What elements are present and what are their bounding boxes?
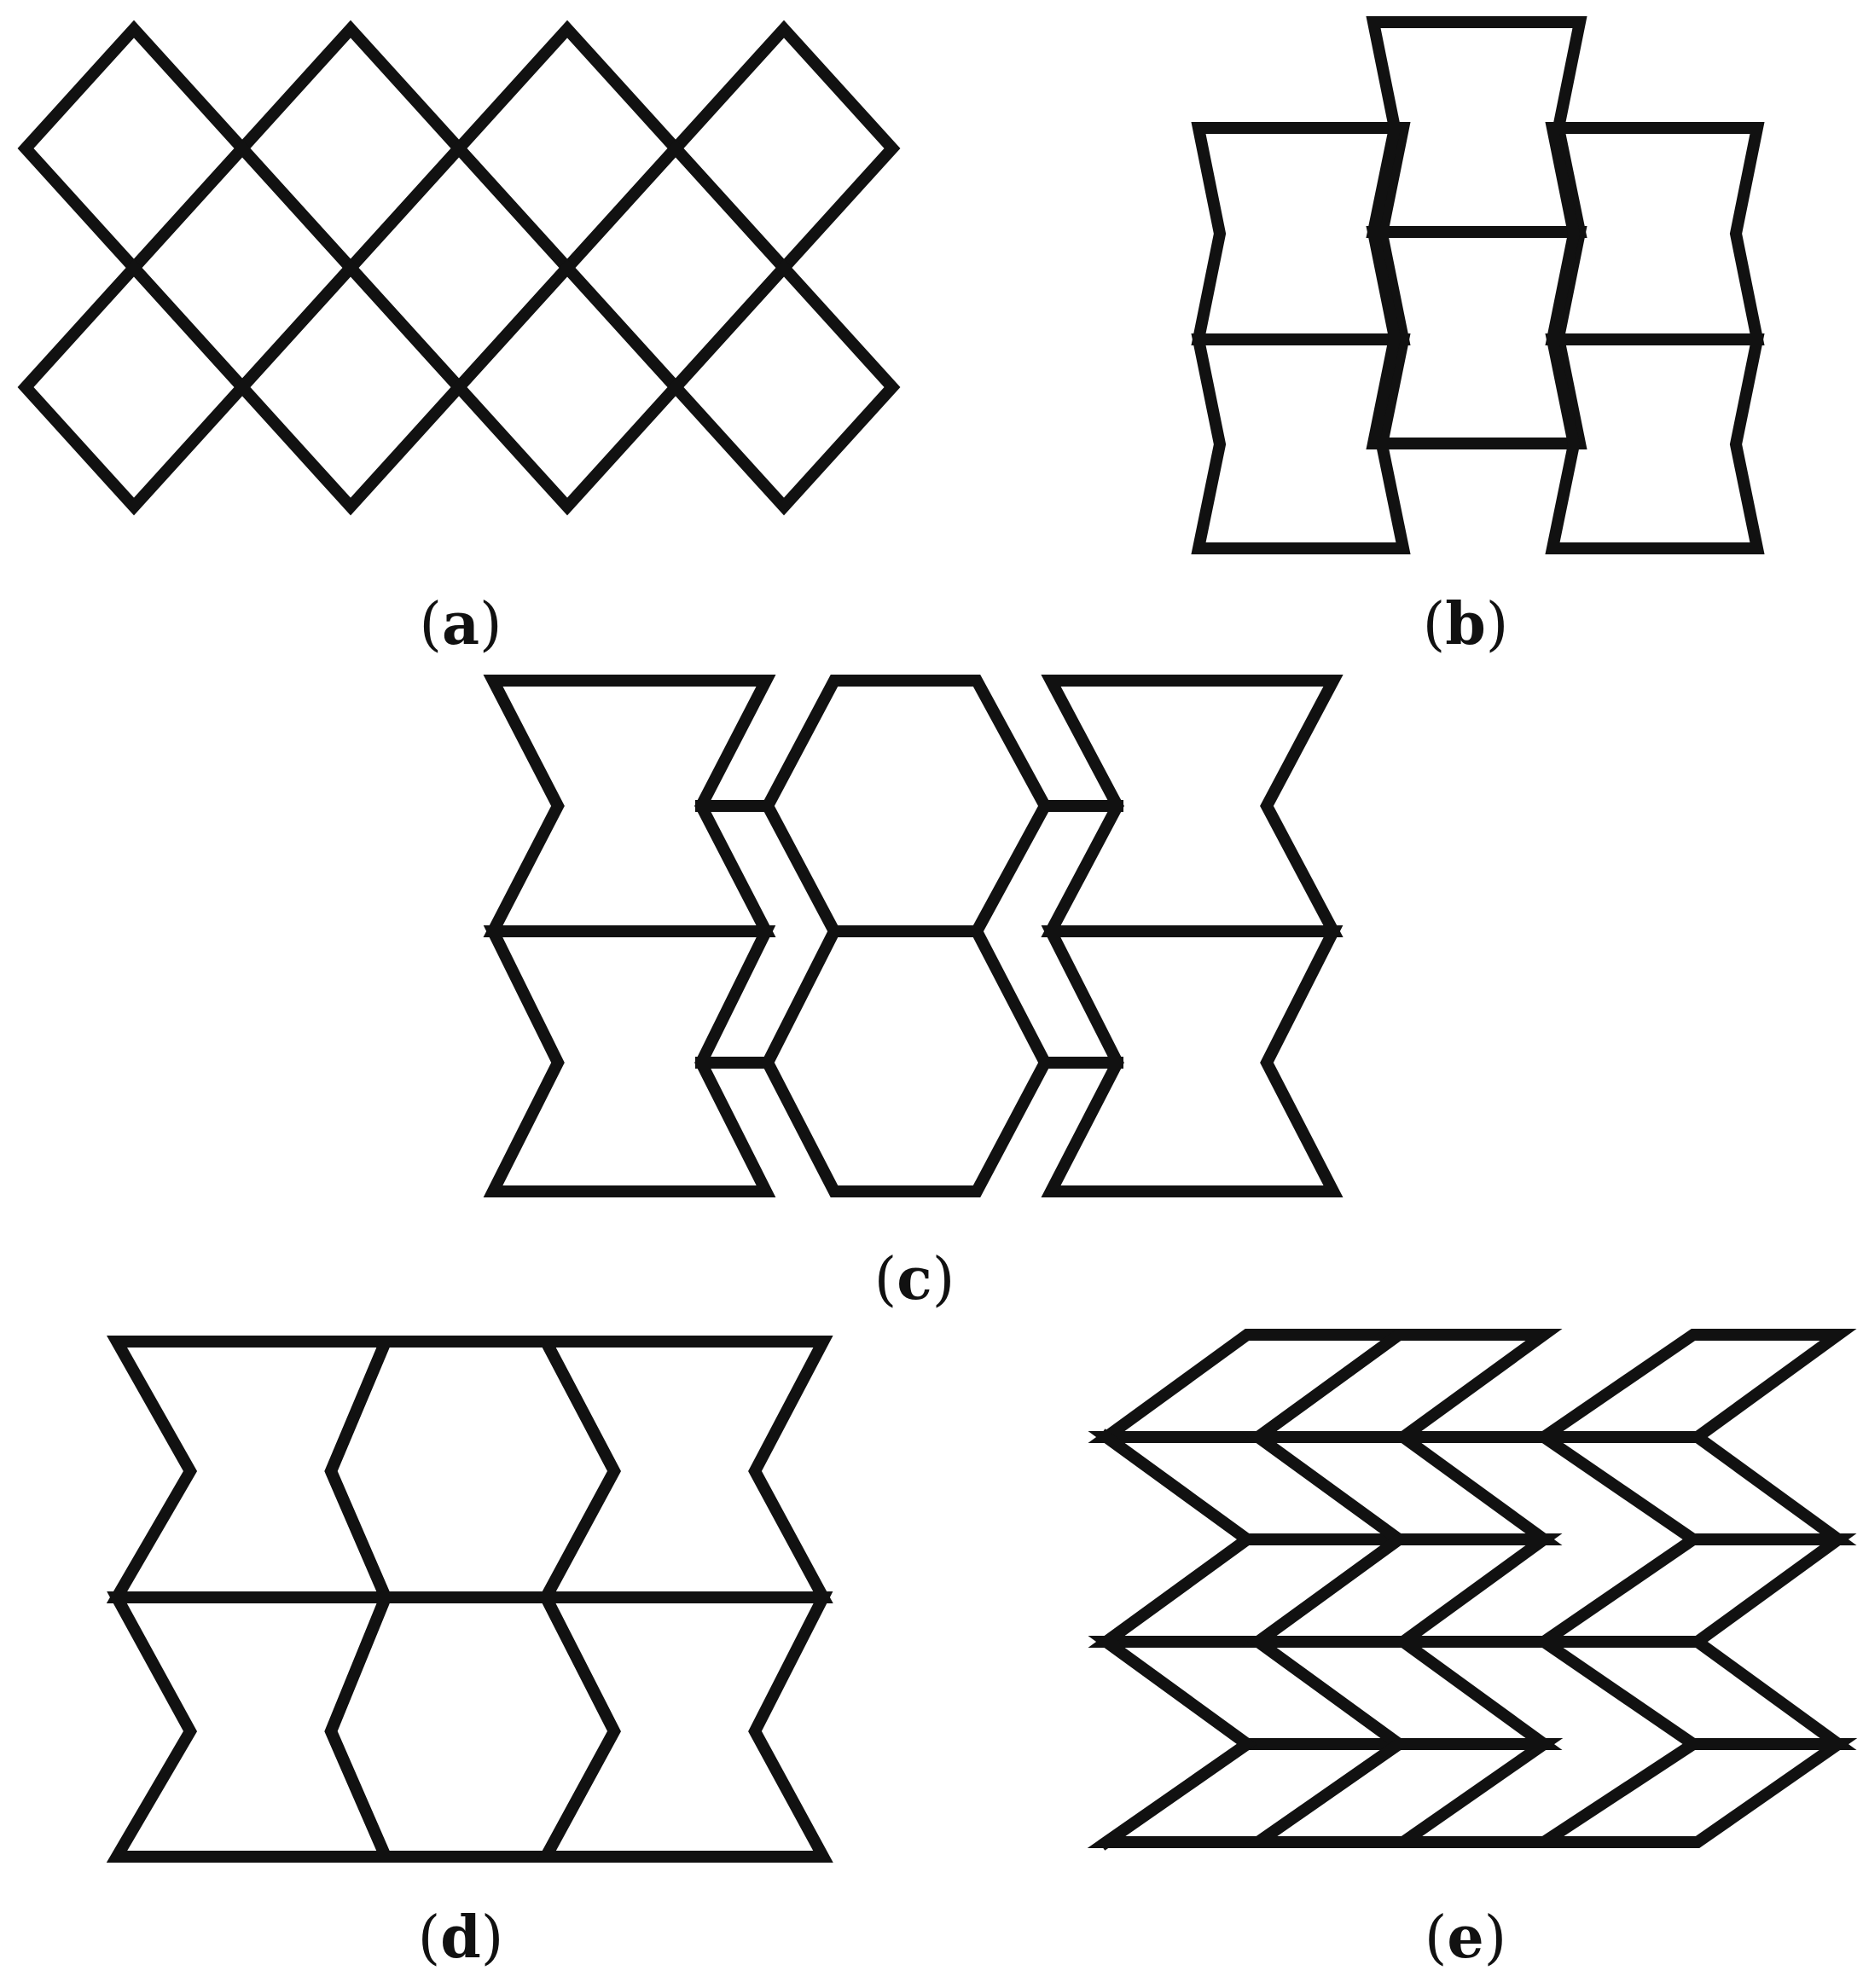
panel-label-a: (a)	[419, 590, 502, 658]
panel-a-cell	[667, 258, 901, 516]
panel-a-lattice	[17, 20, 901, 516]
panel-b-cell	[1366, 226, 1587, 449]
panel-d-cell	[106, 1591, 395, 1863]
panel-a-cell	[17, 258, 251, 516]
panel-e-chevron	[1088, 1431, 1418, 1545]
panel-a-cell	[450, 20, 684, 277]
panel-b-lattice	[1191, 16, 1765, 554]
panel-e-chevron	[1239, 1431, 1563, 1545]
panel-b-cell	[1545, 333, 1765, 554]
panel-label-b: (b)	[1423, 590, 1509, 658]
panel-d-cell	[536, 1336, 833, 1603]
panel-e-chevron	[1239, 1738, 1564, 1848]
panel-e-chevron	[1088, 1636, 1418, 1750]
panel-b-cell	[1191, 333, 1411, 554]
panel-e-chevron	[1239, 1329, 1563, 1443]
panel-a-cell	[342, 139, 576, 397]
panel-c-cell	[761, 675, 1052, 937]
panel-a-cell	[17, 20, 251, 277]
panel-d-lattice	[106, 1336, 833, 1863]
panel-label-e: (e)	[1425, 1904, 1506, 1972]
panel-e-chevron	[1087, 1738, 1419, 1848]
panel-e-chevron	[1239, 1533, 1563, 1648]
panel-a-cell	[450, 258, 684, 516]
panel-e-lattice	[1087, 1329, 1858, 1851]
panel-a-cell	[234, 20, 467, 277]
panel-e-chevron	[1523, 1738, 1858, 1848]
panel-a-cell	[125, 139, 359, 397]
panel-e-chevron	[1524, 1329, 1857, 1443]
panel-e-chevron	[1524, 1636, 1857, 1750]
panel-e-chevron	[1088, 1533, 1418, 1648]
panel-label-d: (d)	[418, 1904, 504, 1972]
panel-d-cell	[536, 1591, 833, 1863]
panel-e-chevron	[1524, 1533, 1857, 1648]
panel-e-chevron	[1239, 1636, 1563, 1750]
panel-a-cell	[234, 258, 467, 516]
panel-a-cell	[667, 20, 901, 277]
panel-e-edge	[1096, 1429, 1258, 1851]
panel-a-cell	[559, 139, 792, 397]
panel-label-c: (c)	[874, 1245, 955, 1313]
panel-c-cell	[483, 925, 776, 1197]
panel-d-cell	[106, 1336, 395, 1603]
panel-c-lattice	[483, 675, 1344, 1197]
panel-e-chevron	[1524, 1431, 1857, 1545]
panel-c-cell	[761, 925, 1052, 1197]
panel-e-chevron	[1088, 1329, 1418, 1443]
